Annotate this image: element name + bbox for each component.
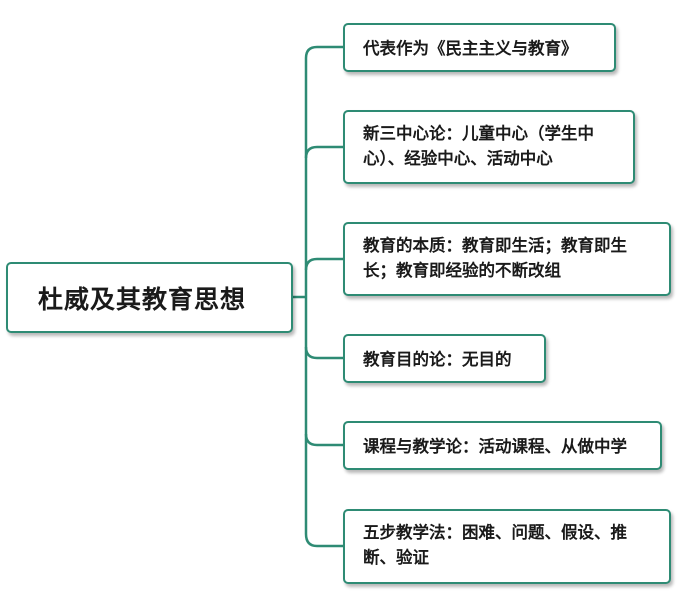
connector-branch-3 [304, 257, 343, 271]
subtopic-label: 教育目的论：无目的 [363, 350, 512, 369]
connector-branch-2 [304, 145, 343, 159]
root-topic[interactable]: 杜威及其教育思想 [6, 262, 293, 333]
root-topic-label: 杜威及其教育思想 [38, 284, 247, 314]
subtopic-label: 五步教学法：困难、问题、假设、推断、验证 [363, 523, 627, 567]
subtopic-label: 课程与教学论：活动课程、从做中学 [363, 437, 627, 456]
subtopic-new-three-centers[interactable]: 新三中心论：儿童中心（学生中心）、经验中心、活动中心 [343, 110, 635, 184]
subtopic-education-aims[interactable]: 教育目的论：无目的 [343, 334, 546, 383]
subtopic-label: 教育的本质：教育即生活；教育即生长；教育即经验的不断改组 [363, 236, 627, 280]
subtopic-essence-of-education[interactable]: 教育的本质：教育即生活；教育即生长；教育即经验的不断改组 [343, 222, 671, 296]
subtopic-five-step-method[interactable]: 五步教学法：困难、问题、假设、推断、验证 [343, 509, 671, 584]
subtopic-label: 新三中心论：儿童中心（学生中心）、经验中心、活动中心 [363, 124, 594, 168]
connector-spine [304, 45, 318, 548]
subtopic-representative-work[interactable]: 代表作为《民主主义与教育》 [343, 23, 616, 72]
connector-branch-5 [304, 433, 343, 447]
connector-branch-4 [304, 346, 343, 360]
subtopic-label: 代表作为《民主主义与教育》 [363, 39, 578, 58]
subtopic-curriculum-teaching[interactable]: 课程与教学论：活动课程、从做中学 [343, 421, 662, 470]
